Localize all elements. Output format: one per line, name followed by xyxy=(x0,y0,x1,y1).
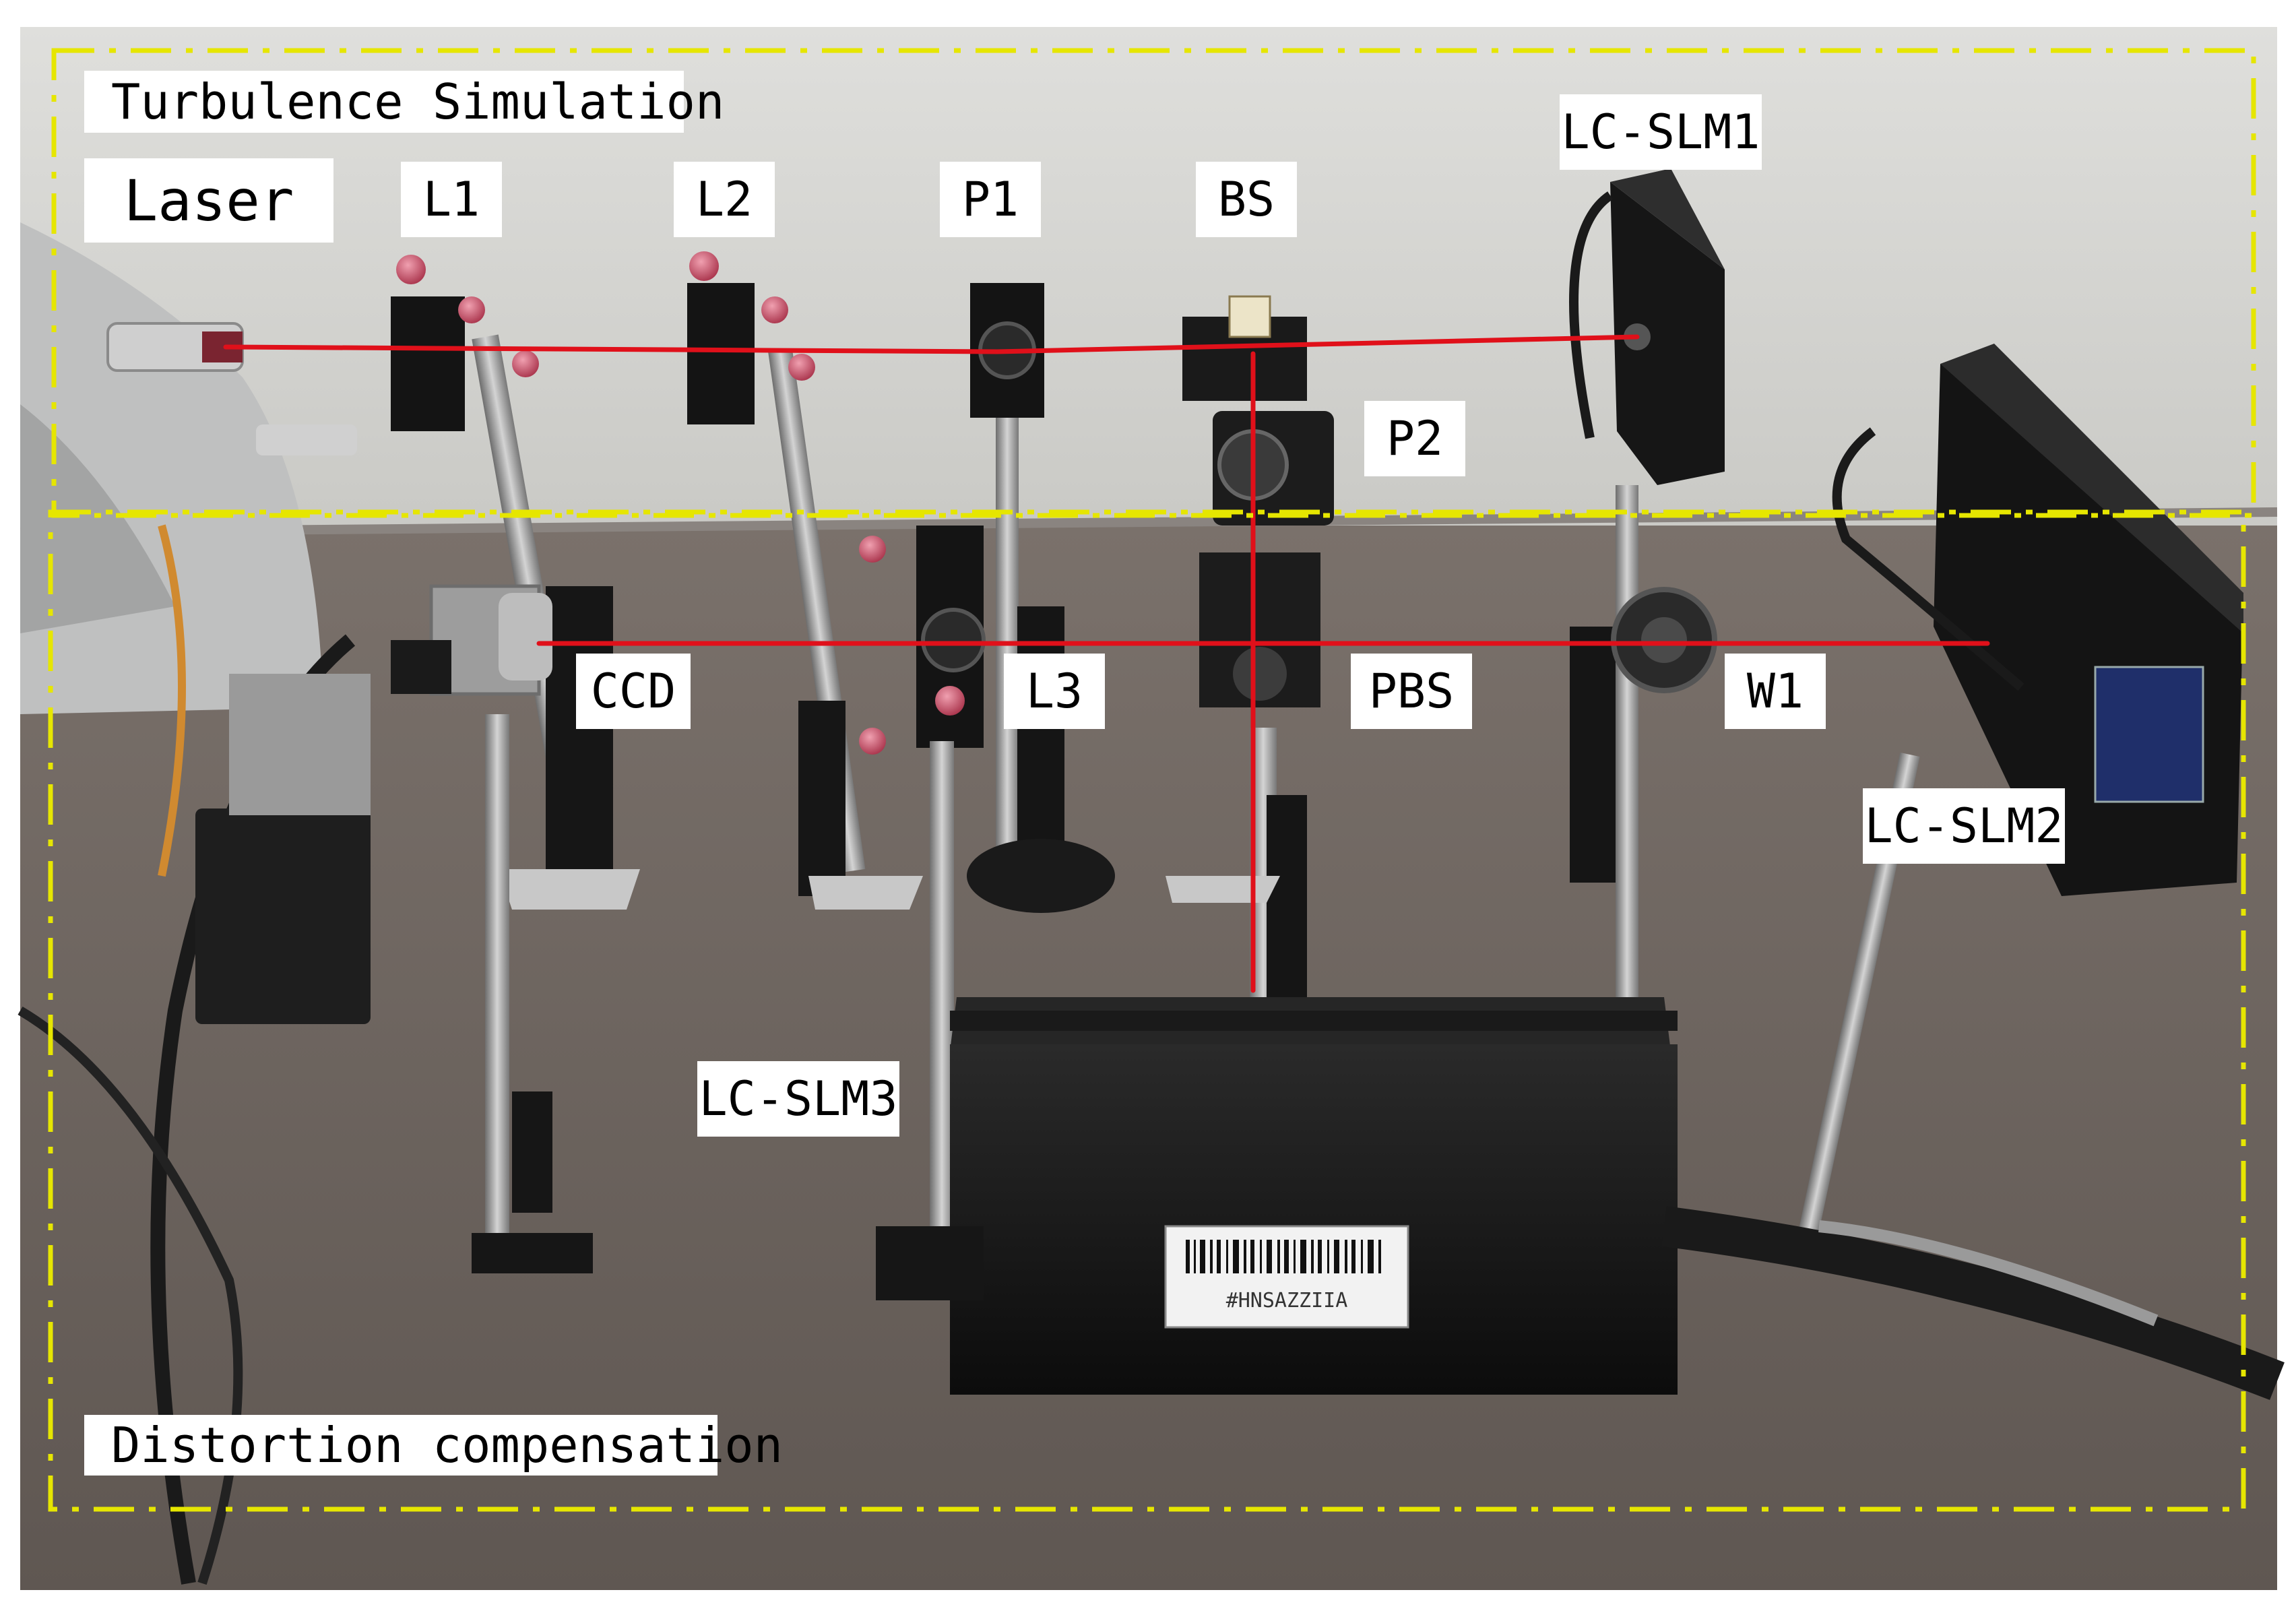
cable xyxy=(18,1006,243,1585)
lc-slm1-device xyxy=(1569,168,1725,997)
l3-label: L3 xyxy=(1004,654,1105,729)
ccd-camera xyxy=(391,584,593,1273)
translation-stage xyxy=(195,808,371,1024)
lc-slm3-device: #HNSAZZIIA xyxy=(876,997,2285,1400)
lc-slm3-label: LC-SLM3 xyxy=(697,1061,899,1137)
cable xyxy=(158,524,186,877)
laser-label: Laser xyxy=(84,158,333,243)
w1-label: W1 xyxy=(1725,654,1826,729)
barcode-text: #HNSAZZIIA xyxy=(1226,1289,1348,1312)
ccd-label: CCD xyxy=(576,654,691,729)
lc-slm2-label: LC-SLM2 xyxy=(1863,788,2065,864)
l3-mount xyxy=(859,526,986,1280)
pbs-label: PBS xyxy=(1351,654,1472,729)
translation-stage-top xyxy=(229,674,371,815)
laser-housing-shadow xyxy=(20,404,175,633)
turbulence-simulation-label: Turbulence Simulation xyxy=(84,71,724,133)
lc-slm1-label: LC-SLM1 xyxy=(1560,94,1762,170)
bs-label: BS xyxy=(1196,162,1297,237)
p2-label: P2 xyxy=(1364,401,1465,476)
lc-slm2-device xyxy=(1795,344,2243,1251)
p1-label: P1 xyxy=(940,162,1041,237)
distortion-compensation-frame xyxy=(48,509,2246,1512)
l2-label: L2 xyxy=(674,162,775,237)
barcode-icon xyxy=(1186,1240,1381,1273)
w1-mount xyxy=(1611,587,1717,693)
l1-label: L1 xyxy=(401,162,502,237)
laser-beam-path xyxy=(223,334,1990,993)
turbulence-simulation-frame xyxy=(51,48,2256,518)
distortion-compensation-label: Distortion compensation xyxy=(84,1415,783,1476)
l2-mount xyxy=(687,251,923,910)
laser-clamp xyxy=(256,424,357,455)
